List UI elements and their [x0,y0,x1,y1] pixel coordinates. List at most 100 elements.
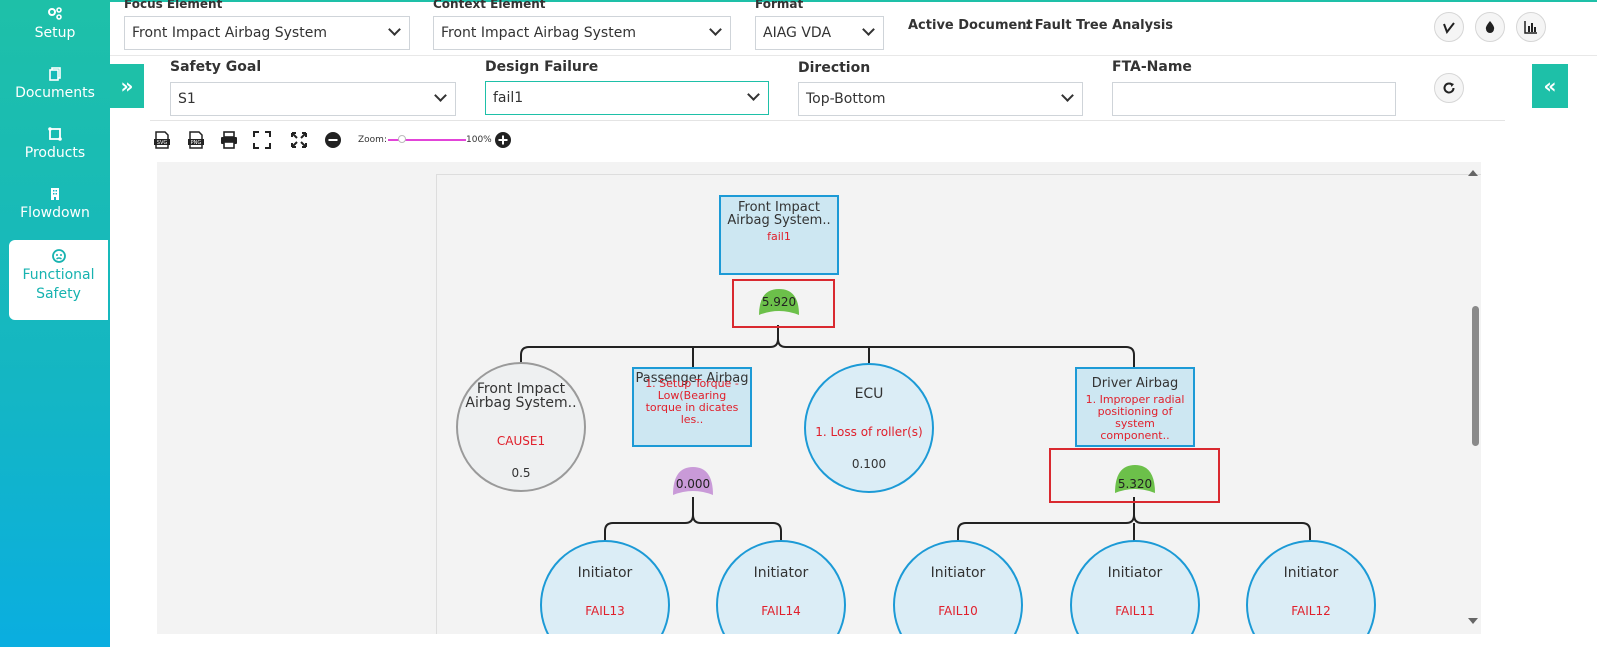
drop-button[interactable] [1475,12,1505,42]
building-icon [51,188,59,200]
bar-chart-icon [1524,21,1537,34]
gate-value: 5.320 [1117,477,1153,491]
double-chevron-right-icon: » [120,74,134,98]
functional-safety-icon [51,249,66,263]
active-document-label: Active Document [908,18,1033,33]
design-failure-select[interactable]: fail1 [485,81,769,115]
print-icon[interactable] [220,131,238,149]
vimeo-button[interactable] [1434,12,1464,42]
collapse-right-button[interactable]: « [1532,64,1568,108]
chevron-down-icon [388,23,401,36]
sidebar-item-setup[interactable]: Setup [0,6,110,64]
chevron-down-icon [862,23,875,36]
refresh-icon [1443,82,1455,94]
sidebar-item-documents[interactable]: Documents [0,66,110,124]
context-element-select[interactable]: Front Impact Airbag System [433,16,731,50]
node-cause: CAUSE1 [496,434,546,448]
vimeo-icon [1443,22,1455,34]
safety-goal-select[interactable]: S1 [170,82,456,116]
filter-bar: » Safety Goal S1 Design Failure fail1 Di… [110,56,1597,122]
sidebar-item-products[interactable]: Products [0,126,110,184]
vertical-scrollbar[interactable] [1466,166,1480,628]
double-chevron-left-icon: « [1543,74,1557,98]
sidebar-item-flowdown[interactable]: Flowdown [0,186,110,244]
diagram-canvas[interactable]: Front Impact Airbag System.. fail1 5.920… [157,162,1481,634]
chart-button[interactable] [1516,12,1546,42]
chevron-down-icon [709,23,722,36]
products-icon [48,127,62,141]
zoom-slider-handle[interactable] [398,135,406,143]
gears-icon [48,7,62,20]
design-failure-label: Design Failure [485,59,599,75]
chevron-down-icon [747,88,760,101]
intermediate-event-node[interactable]: Passenger Airbag 1. Setup Torque -Low(Be… [632,367,752,447]
zoom-out-icon[interactable] [324,131,342,149]
direction-select[interactable]: Top-Bottom [798,82,1083,116]
basic-event-node[interactable]: Front Impact Airbag System.. CAUSE1 0.5 [456,362,586,492]
zoom-label: Zoom: [358,135,387,145]
refresh-button[interactable] [1434,73,1464,103]
node-title: Driver Airbag [1091,376,1179,391]
scroll-down-icon[interactable] [1468,618,1478,624]
design-failure-value: fail1 [493,90,524,106]
node-failure: 1. Setup Torque -Low(Bearing torque in d… [645,377,739,426]
direction-label: Direction [798,60,871,76]
format-select[interactable]: AIAG VDA [755,16,884,50]
sidebar-item-label: Setup [34,25,76,41]
direction-value: Top-Bottom [806,91,886,107]
node-title: Passenger Airbag [635,371,749,386]
sidebar-item-label: Flowdown [20,205,90,221]
node-probability: 0.5 [511,466,531,480]
fta-name-input[interactable] [1112,82,1396,116]
node-failure: FAIL14 [761,604,801,618]
sidebar: Setup Documents Products Flowdown Functi… [0,0,110,647]
node-failure: 1. Loss of roller(s) [815,425,923,439]
node-failure: FAIL11 [1115,604,1155,618]
fit-to-screen-icon[interactable] [290,131,308,149]
basic-event-node[interactable]: Initiator FAIL12 [1246,540,1376,634]
node-title: Initiator [577,565,633,581]
scroll-up-icon[interactable] [1468,170,1478,176]
context-element-value: Front Impact Airbag System [441,25,636,41]
fullscreen-icon[interactable] [253,131,271,149]
fta-name-label: FTA-Name [1112,59,1192,75]
gate-value: 0.000 [675,477,711,491]
format-label: Format [755,0,804,11]
top-event-title: Front Impact Airbag System.. [727,200,831,228]
passenger-or-gate[interactable] [671,465,715,497]
fault-tree: Front Impact Airbag System.. fail1 5.920… [436,174,1481,634]
expand-left-button[interactable]: » [110,64,144,108]
chevron-down-icon [434,89,447,102]
chevron-down-icon [1061,89,1074,102]
focus-element-value: Front Impact Airbag System [132,25,327,41]
zoom-slider[interactable] [388,135,466,143]
export-svg-icon[interactable]: SVG [153,131,171,149]
scrollbar-thumb[interactable] [1472,306,1479,446]
node-title: Initiator [1107,565,1163,581]
diagram-toolbar: SVG PNG Zoom: 100% [150,128,550,152]
sidebar-item-functional-safety[interactable]: Functional Safety [9,240,108,320]
sidebar-item-label: Products [24,145,86,161]
context-element-label: Context Element [433,0,546,11]
documents-icon [49,67,61,81]
node-title: Initiator [753,565,809,581]
tree-connectors [520,325,1311,550]
node-failure: FAIL10 [938,604,978,618]
drop-icon [1485,21,1495,33]
top-or-gate[interactable] [757,287,801,317]
focus-element-select[interactable]: Front Impact Airbag System [124,16,410,50]
safety-goal-value: S1 [178,91,196,107]
focus-element-label: Focus Element [124,0,223,11]
sidebar-item-label: Documents [15,85,95,101]
basic-event-node[interactable]: ECU 1. Loss of roller(s) 0.100 [804,363,934,493]
sidebar-item-label: Functional Safety [22,267,95,302]
svg-text:SVG: SVG [157,140,168,146]
export-png-icon[interactable]: PNG [187,131,205,149]
divider [150,120,1505,121]
node-failure: FAIL12 [1291,604,1331,618]
intermediate-event-node[interactable]: Driver Airbag 1. Improper radial positio… [1075,367,1195,447]
top-event-node[interactable]: Front Impact Airbag System.. fail1 [719,195,839,275]
zoom-in-icon[interactable] [494,131,512,149]
driver-or-gate[interactable] [1113,463,1157,495]
